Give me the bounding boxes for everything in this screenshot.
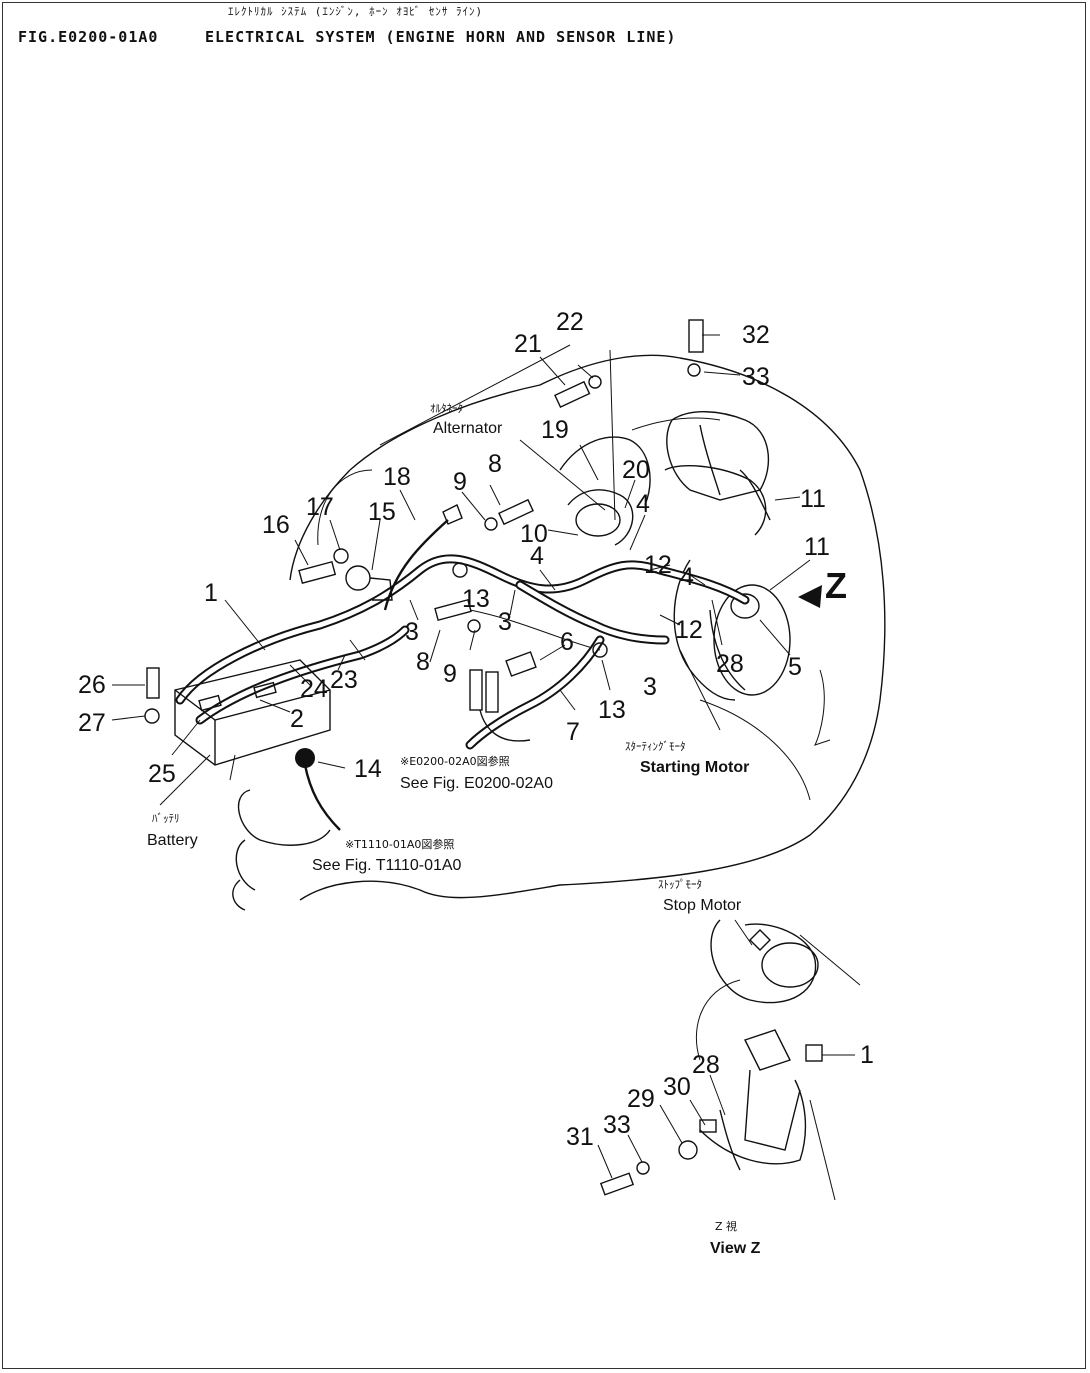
callout-31: 31 [566,1123,594,1151]
callout-26: 26 [78,671,106,699]
callout-1-main: 1 [204,579,218,607]
callout-15: 15 [368,498,396,526]
leader-lines [111,334,811,806]
connector-6 [505,651,537,677]
starting-motor-body [673,559,791,701]
callout-12-lower: 12 [675,616,703,644]
callout-28-viewz: 28 [692,1051,720,1079]
callout-13-upper: 13 [462,585,490,613]
callout-4-mid: 4 [530,542,544,570]
callout-16: 16 [262,511,290,539]
alternator-label-jp: ｵﾙﾀﾈｰﾀ [430,402,463,415]
bolt-8-upper [484,498,534,531]
callout-11-top: 11 [800,485,826,513]
bolt-21 [554,375,602,409]
callout-5: 5 [788,653,802,681]
view-z-label: View Z [710,1240,761,1257]
callout-22: 22 [556,308,584,336]
callout-7: 7 [566,718,580,746]
callout-28-main: 28 [716,650,744,678]
starting-motor-label: Starting Motor [640,759,749,776]
callout-14: 14 [354,755,382,783]
bolt-16 [298,548,349,585]
callout-32: 32 [742,321,770,349]
starting-motor-label-jp: ｽﾀｰﾃｨﾝｸﾞﾓｰﾀ [625,740,686,753]
callout-6: 6 [560,628,574,656]
ref-e0200-label: See Fig. E0200-02A0 [400,775,553,792]
callout-30: 30 [663,1073,691,1101]
callout-3-left: 3 [405,618,419,646]
callout-10: 10 [520,520,548,548]
ref-t1110-label-jp: ※T1110-01A0図参照 [345,837,454,851]
callout-29: 29 [627,1085,655,1113]
alternator-bracket [317,469,373,546]
callout-2: 2 [290,705,304,733]
callout-24: 24 [300,675,328,703]
connector-cluster [469,669,531,742]
lower-tank [232,789,331,911]
callout-9-upper: 9 [453,468,467,496]
callout-11-right: 11 [804,533,830,561]
view-z-arrow-label: Z [825,565,847,606]
callout-1-viewz: 1 [860,1041,874,1069]
callout-17: 17 [306,493,334,521]
callout-20: 20 [622,456,650,484]
ref-e0200-label-jp: ※E0200-02A0図参照 [400,754,510,768]
header-jp-title: ｴﾚｸﾄﾘｶﾙ ｼｽﾃﾑ (ｴﾝｼﾞﾝ, ﾎｰﾝ ｵﾖﾋﾞ ｾﾝｻ ﾗｲﾝ) [228,5,484,18]
sensor-18 [383,504,463,611]
ref-t1110-label: See Fig. T1110-01A0 [312,857,462,874]
view-z-label-jp: Z 視 [715,1219,737,1233]
callout-9-lower: 9 [443,660,457,688]
callout-8-lower: 8 [416,648,430,676]
stop-motor-label: Stop Motor [663,897,742,914]
bolt-26 [144,667,160,724]
bolt-32 [687,319,704,377]
z-arrow-mark [798,585,822,608]
figure-title: ELECTRICAL SYSTEM (ENGINE HORN AND SENSO… [205,28,677,46]
callout-33-main: 33 [742,363,770,391]
callout-23: 23 [330,666,358,694]
battery-label: Battery [147,832,198,849]
callout-8-upper: 8 [488,450,502,478]
callout-19: 19 [541,416,569,444]
stop-motor-label-jp: ｽﾄｯﾌﾟﾓｰﾀ [658,878,702,891]
callout-12-upper: 12 [644,551,672,579]
cylinder-head [664,411,771,536]
callout-4-top: 4 [636,490,650,518]
callout-4-right: 4 [680,563,694,591]
callout-21: 21 [514,330,542,358]
main-harness [175,554,750,750]
alternator-label: Alternator [433,420,503,437]
figure-code: FIG.E0200-01A0 [18,28,159,46]
callout-33-viewz: 33 [603,1111,631,1139]
clips-13 [452,562,608,658]
callout-27: 27 [78,709,106,737]
callout-25: 25 [148,760,176,788]
battery [174,659,331,766]
battery-label-jp: ﾊﾞｯﾃﾘ [152,812,180,825]
callout-3-right: 3 [643,673,657,701]
engine-outline [289,354,886,901]
callout-13-lower: 13 [598,696,626,724]
view-z-inset [597,919,861,1201]
callout-18: 18 [383,463,411,491]
callout-3-mid: 3 [498,608,512,636]
relay-14 [295,748,341,831]
